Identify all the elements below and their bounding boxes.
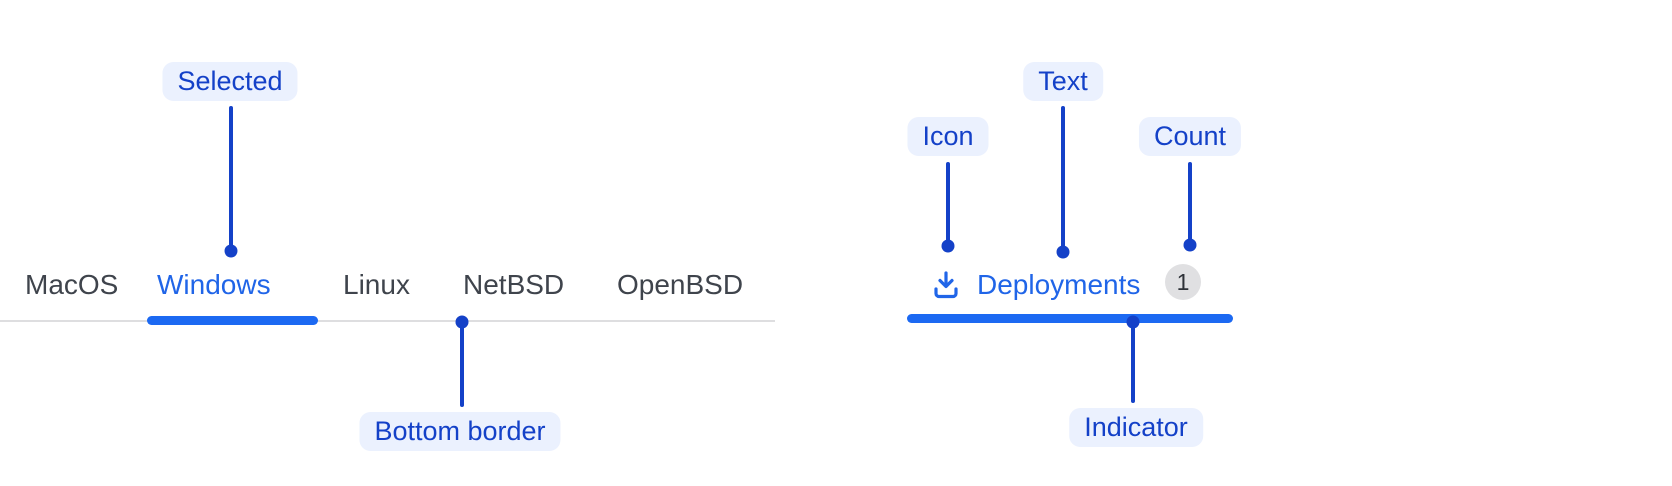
selected-annotation-label: Selected xyxy=(162,62,298,101)
bottom-border-annotation-label: Bottom border xyxy=(359,412,561,451)
active-tab-indicator xyxy=(907,314,1233,323)
count-connector-dot xyxy=(1183,238,1197,252)
tab-openbsd[interactable]: OpenBSD xyxy=(617,269,744,300)
text-connector-dot xyxy=(1056,245,1070,259)
download-icon[interactable] xyxy=(930,268,962,300)
text-connector-line xyxy=(1061,106,1065,253)
icon-connector-dot xyxy=(941,239,955,253)
tab-deployments-label[interactable]: Deployments xyxy=(977,269,1141,300)
selected-connector-line xyxy=(229,106,233,247)
tab-count-badge[interactable]: 1 xyxy=(1165,264,1201,300)
tab-macos[interactable]: MacOS xyxy=(25,269,119,300)
active-tab-underline xyxy=(147,316,318,325)
icon-annotation-label: Icon xyxy=(907,117,989,156)
count-connector-line xyxy=(1188,162,1192,245)
tab-windows[interactable]: Windows xyxy=(157,269,271,300)
tabs-bottom-border xyxy=(0,320,775,322)
bottom-border-connector-line xyxy=(460,322,464,407)
indicator-connector-line xyxy=(1131,322,1135,403)
text-annotation-label: Text xyxy=(1023,62,1103,101)
count-annotation-label: Count xyxy=(1138,117,1242,156)
tab-linux[interactable]: Linux xyxy=(343,269,410,300)
indicator-annotation-label: Indicator xyxy=(1069,408,1203,447)
selected-connector-dot xyxy=(224,244,238,258)
tab-netbsd[interactable]: NetBSD xyxy=(463,269,565,300)
icon-connector-line xyxy=(946,162,950,246)
